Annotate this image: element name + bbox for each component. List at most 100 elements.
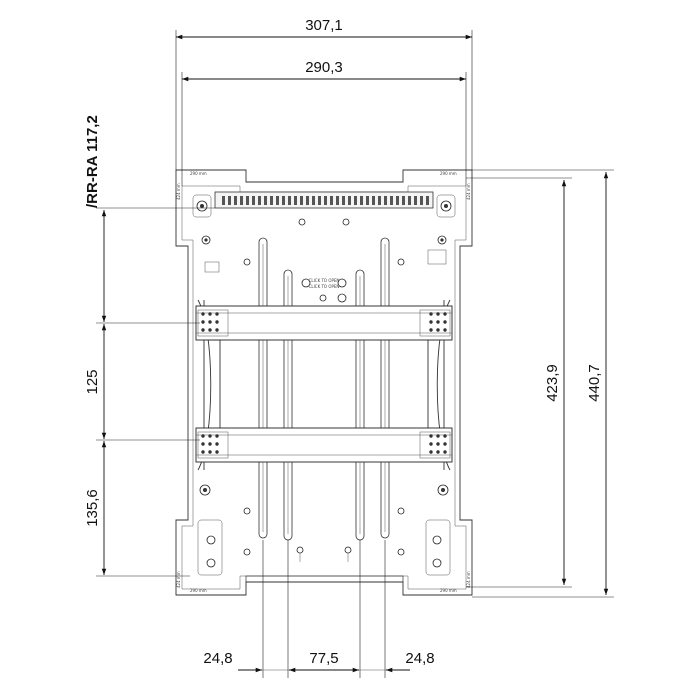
mounting-slots [258, 237, 390, 541]
rail-screw-dot [436, 442, 440, 446]
terminal-tooth [300, 196, 303, 205]
corner-bracket-top-right [436, 194, 456, 245]
rail-screw-dot [208, 442, 212, 446]
rail-screw-dot [215, 328, 219, 332]
terminal-tooth [288, 196, 291, 205]
terminal-tooth [378, 196, 381, 205]
rail-screw-dot [429, 312, 433, 316]
side-tab-right [427, 249, 447, 265]
terminal-tooth [294, 196, 297, 205]
center-label: CLICK TO OPEN CLICK TO OPEN [301, 278, 347, 303]
terminal-tooth [420, 196, 423, 205]
corner-bracket-top-left [192, 194, 212, 245]
screw-holes [243, 218, 405, 562]
inner-height-label: 423,9 [544, 364, 561, 402]
terminal-tooth [336, 196, 339, 205]
rail-screw-dot [215, 320, 219, 324]
inner-width-label: 290,3 [305, 59, 343, 76]
dimension-inner-width: 290,3 [181, 59, 467, 186]
rail-spacing-label: 125 [84, 369, 101, 394]
terminal-tooth [372, 196, 375, 205]
terminal-tooth [414, 196, 417, 205]
corner-bracket-bottom-right [425, 484, 451, 576]
rail-screw-dot [436, 450, 440, 454]
slot-spacing-label: 77,5 [309, 650, 338, 667]
terminal-tooth [324, 196, 327, 205]
rail-screw-dot [215, 312, 219, 316]
rail-screw-dot [208, 312, 212, 316]
terminal-tooth [312, 196, 315, 205]
rail-screw-dot [443, 442, 447, 446]
corner-label-top-left: 290 mm [190, 171, 207, 176]
rail-screw-dot [443, 450, 447, 454]
terminal-tooth [270, 196, 273, 205]
terminal-tooth [240, 196, 243, 205]
terminal-tooth [342, 196, 345, 205]
center-label-line-1: CLICK TO OPEN [309, 278, 340, 283]
terminal-tooth [408, 196, 411, 205]
terminal-tooth [222, 196, 225, 205]
slot-offset-right-label: 24,8 [405, 650, 434, 667]
corner-label-top-right: 290 mm [440, 171, 457, 176]
side-label-top-left: 424 mm [176, 183, 181, 200]
enclosure-outline [175, 169, 473, 596]
side-label-bottom-right: 424 mm [466, 571, 471, 588]
recycle-icon [319, 294, 327, 302]
rail-screw-dot [443, 320, 447, 324]
dimension-right-heights: 423,9 440,7 [466, 169, 614, 598]
enclosure-inner-outline [181, 185, 467, 590]
rail-screw-dot [208, 450, 212, 454]
terminal-tooth [282, 196, 285, 205]
terminal-tooth [348, 196, 351, 205]
rail-screw-dot [201, 312, 205, 316]
terminal-tooth [264, 196, 267, 205]
terminal-tooth [360, 196, 363, 205]
rail-screw-dot [429, 450, 433, 454]
enclosure-body: CLICK TO OPEN CLICK TO OPEN 290 mm 290 m… [175, 169, 473, 596]
din-rail-bottom [195, 427, 453, 463]
side-label-bottom-left: 424 mm [176, 571, 181, 588]
terminal-tooth [366, 196, 369, 205]
rail-screw-dot [443, 312, 447, 316]
rail-screw-dot [215, 442, 219, 446]
terminal-tooth [384, 196, 387, 205]
corner-label-bottom-right: 290 mm [440, 588, 457, 593]
terminal-tooth [390, 196, 393, 205]
terminal-tooth [330, 196, 333, 205]
rail-screw-dot [201, 434, 205, 438]
side-label-top-right: 424 mm [466, 183, 471, 200]
bottom-rail-offset-label: 135,6 [84, 489, 101, 527]
rail-screw-dot [436, 328, 440, 332]
model-label: /RR-RA 117,2 [84, 115, 101, 208]
center-label-line-2: CLICK TO OPEN [309, 284, 340, 289]
bottom-edge-strip [245, 575, 404, 583]
rail-screw-dot [436, 434, 440, 438]
terminal-tooth [402, 196, 405, 205]
rail-screw-dot [429, 442, 433, 446]
overall-width-label: 307,1 [305, 17, 343, 34]
side-tab-left [204, 261, 220, 273]
terminal-teeth [222, 196, 429, 205]
terminal-tooth [396, 196, 399, 205]
terminal-tooth [228, 196, 231, 205]
rail-screw-dot [443, 328, 447, 332]
rail-screw-dot [436, 320, 440, 324]
terminal-tooth [426, 196, 429, 205]
rail-screw-dot [208, 328, 212, 332]
rail-screw-dot [201, 320, 205, 324]
rail-screw-dot [429, 328, 433, 332]
rail-screw-dot [201, 442, 205, 446]
terminal-tooth [252, 196, 255, 205]
rail-screw-dot [201, 450, 205, 454]
rail-screw-dot [429, 320, 433, 324]
terminal-tooth [246, 196, 249, 205]
overall-height-label: 440,7 [586, 364, 603, 402]
rail-screw-dot [201, 328, 205, 332]
terminal-tooth [258, 196, 261, 205]
rail-screw-dot [215, 450, 219, 454]
rail-screw-dot [208, 434, 212, 438]
terminal-tooth [318, 196, 321, 205]
din-rail-top [195, 305, 453, 341]
rail-screw-dot [436, 312, 440, 316]
